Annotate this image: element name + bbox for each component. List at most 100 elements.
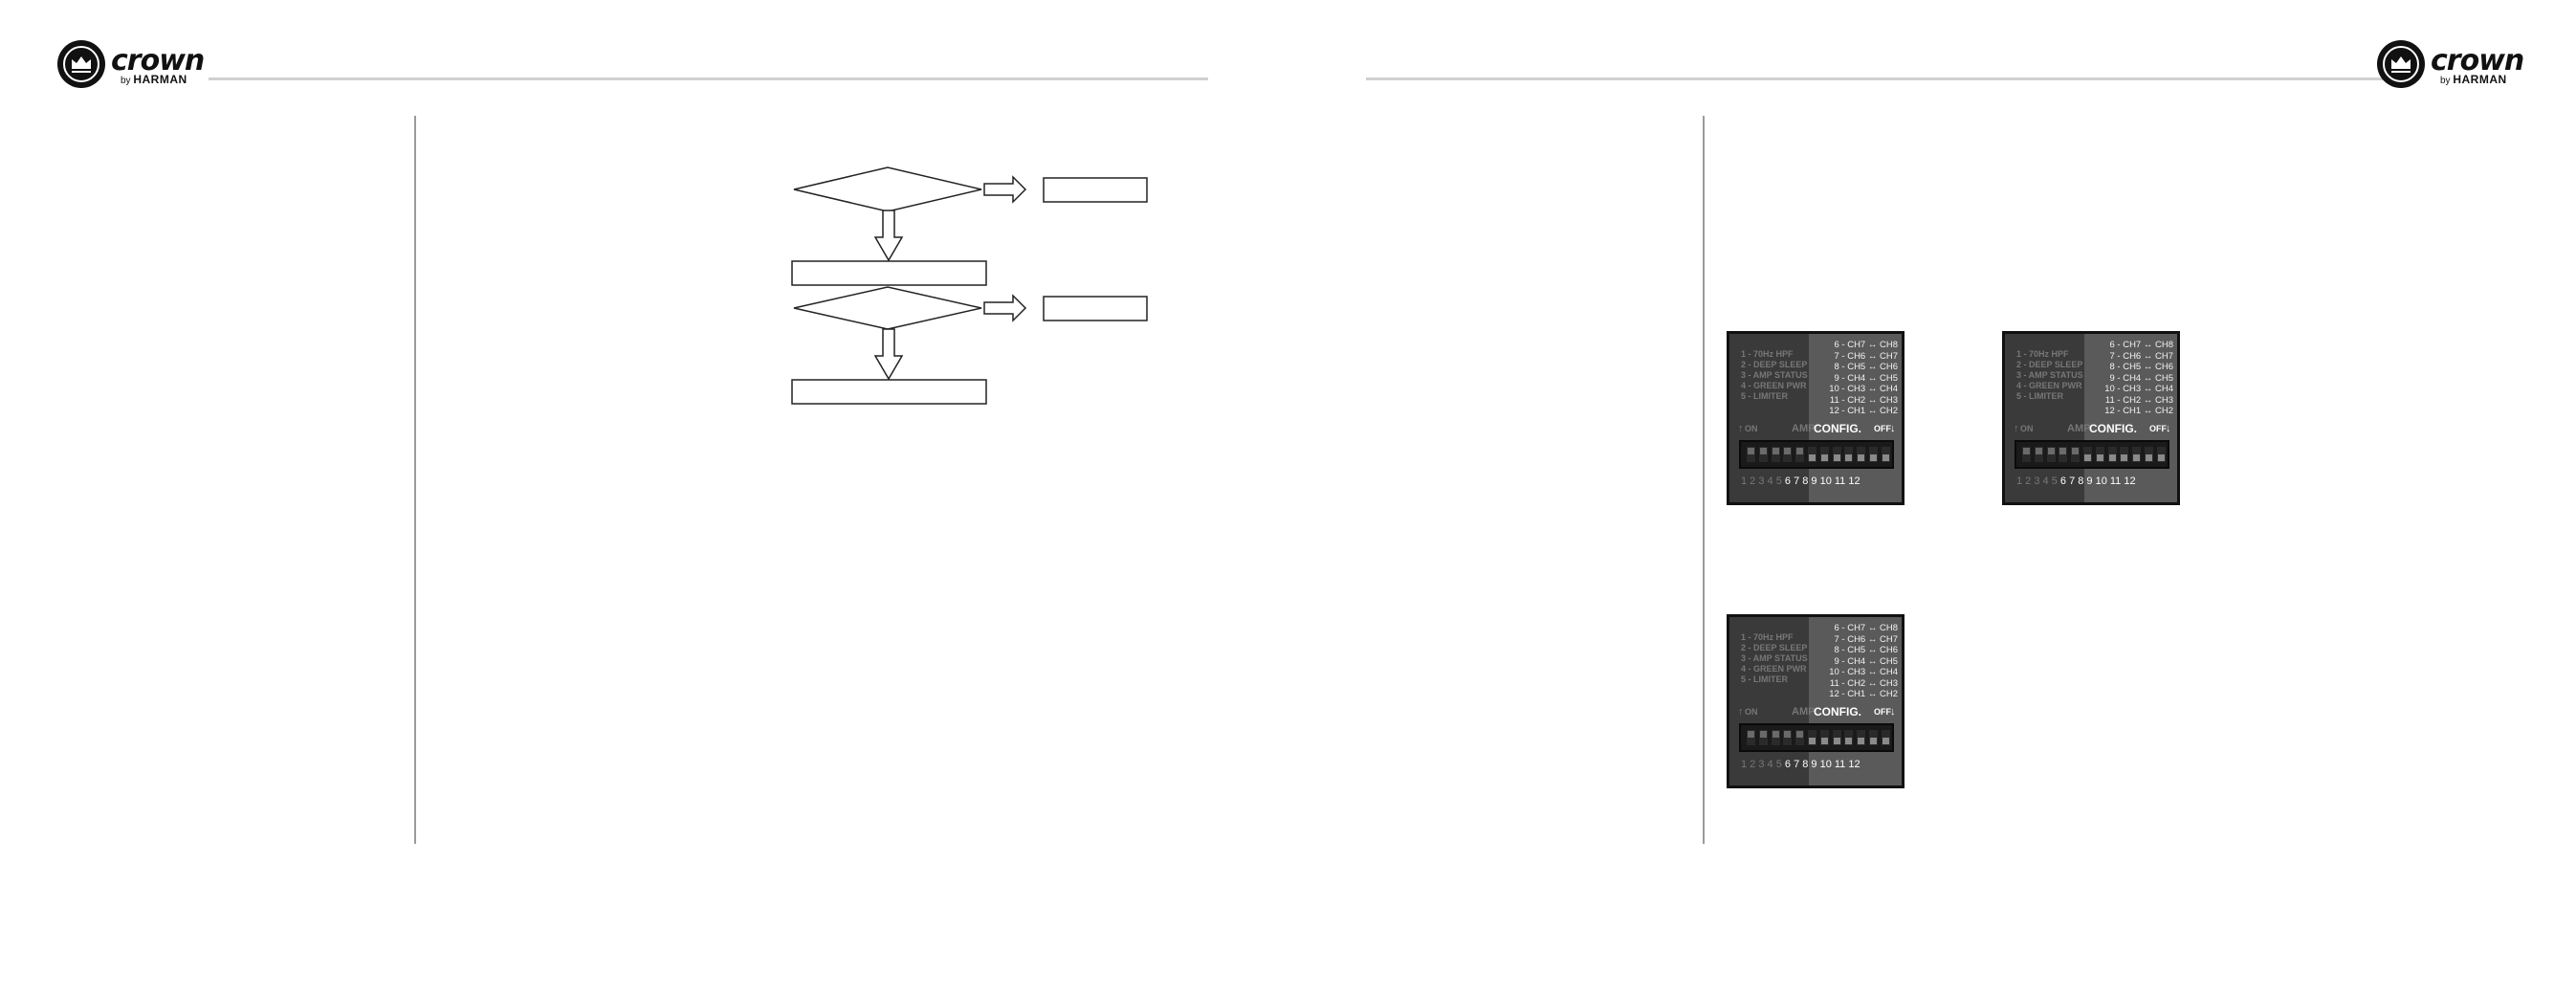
panel-config-section [2084, 334, 2177, 502]
dip-switch-knob [1870, 738, 1877, 744]
dip-switch-knob [2072, 448, 2080, 454]
dip-switch[interactable] [1771, 447, 1780, 462]
label-off: OFF [1874, 707, 1891, 717]
panel-row-labels: ↑ ON AMP CONFIG. OFF ↓ [1738, 705, 1898, 719]
flowchart-arrow-right-2 [983, 294, 1027, 322]
dip-switch[interactable] [2120, 447, 2129, 462]
dip-switch-knob [1748, 448, 1754, 454]
header-rule-right [1366, 77, 2386, 80]
dip-switch-bank [1739, 723, 1894, 752]
flowchart-box-4 [791, 379, 987, 405]
dip-switch-knob [1882, 454, 1889, 461]
label-on: ON [1745, 707, 1758, 717]
dip-switch[interactable] [1747, 730, 1755, 745]
dip-switch[interactable] [2156, 447, 2166, 462]
dip-switch[interactable] [1869, 730, 1878, 745]
dip-switch-knob [1796, 731, 1804, 738]
flowchart-box-1 [1043, 177, 1148, 203]
dip-switch-bank [1739, 440, 1894, 469]
channel-bridge-list: 6 - CH7 ↔ CH8 7 - CH6 ↔ CH7 8 - CH5 ↔ CH… [1829, 340, 1898, 416]
arrow-down-icon: ↓ [2166, 423, 2171, 434]
dip-switch[interactable] [1808, 447, 1816, 462]
dip-switch-knob [1845, 738, 1853, 744]
dip-switch[interactable] [2145, 447, 2153, 462]
dip-switch-knob [1796, 448, 1804, 454]
dip-switch[interactable] [1808, 730, 1816, 745]
dip-switch[interactable] [1758, 730, 1768, 745]
dip-switch-bank [2015, 440, 2169, 469]
dip-switch[interactable] [1844, 730, 1854, 745]
dip-switch[interactable] [1795, 447, 1805, 462]
brand-byline: by HARMAN [121, 73, 187, 86]
dip-switch-knob [2035, 448, 2042, 454]
switch-numbers-amp: 1 2 3 4 5 [1741, 759, 1782, 770]
dip-switch-knob [1772, 731, 1779, 738]
column-divider-right [1703, 116, 1705, 844]
dip-switch-knob [1759, 448, 1767, 454]
dip-switch[interactable] [2083, 447, 2092, 462]
dip-switch-knob [2108, 454, 2116, 461]
dip-switch-panel: 1 - 70Hz HPF 2 - DEEP SLEEP 3 - AMP STAT… [1727, 331, 1904, 505]
dip-switch-knob [2157, 454, 2165, 461]
dip-switch[interactable] [2059, 447, 2068, 462]
switch-numbers-amp: 1 2 3 4 5 [2016, 475, 2058, 487]
switch-numbers: 1 2 3 4 5 6 7 8 9 10 11 12 [2016, 475, 2136, 487]
dip-switch[interactable] [1881, 730, 1890, 745]
dip-switch[interactable] [1857, 447, 1866, 462]
dip-switch-knob [1784, 448, 1792, 454]
crown-emblem-icon [2377, 40, 2425, 88]
dip-switch[interactable] [1758, 447, 1768, 462]
dip-switch[interactable] [2107, 447, 2117, 462]
dip-switch-knob [1748, 731, 1754, 738]
label-config: CONFIG. [2089, 422, 2137, 435]
label-off: OFF [1874, 424, 1891, 433]
dip-switch[interactable] [1783, 447, 1793, 462]
crown-emblem-icon [57, 40, 105, 88]
dip-switch[interactable] [1869, 447, 1878, 462]
dip-switch-knob [2084, 454, 2091, 461]
dip-switch-knob [1882, 738, 1889, 744]
label-amp: AMP [1792, 423, 1816, 434]
dip-switch-knob [1772, 448, 1779, 454]
dip-switch[interactable] [1857, 730, 1866, 745]
dip-switch[interactable] [2022, 447, 2031, 462]
dip-switch[interactable] [1771, 730, 1780, 745]
channel-bridge-list: 6 - CH7 ↔ CH8 7 - CH6 ↔ CH7 8 - CH5 ↔ CH… [2104, 340, 2173, 416]
label-off: OFF [2149, 424, 2167, 433]
dip-switch-knob [2047, 448, 2055, 454]
flowchart-box-2 [791, 260, 987, 286]
dip-switch[interactable] [2095, 447, 2104, 462]
dip-switch-panel: 1 - 70Hz HPF 2 - DEEP SLEEP 3 - AMP STAT… [1727, 614, 1904, 788]
dip-switch-knob [1759, 731, 1767, 738]
switch-numbers: 1 2 3 4 5 6 7 8 9 10 11 12 [1741, 759, 1860, 770]
dip-switch[interactable] [1795, 730, 1805, 745]
dip-switch-knob [1845, 454, 1853, 461]
dip-switch[interactable] [1747, 447, 1755, 462]
dip-switch[interactable] [2071, 447, 2081, 462]
dip-switch-knob [2121, 454, 2128, 461]
dip-switch-knob [1833, 454, 1840, 461]
dip-switch[interactable] [1844, 447, 1854, 462]
label-on: ON [2020, 424, 2034, 433]
switch-numbers-config: 6 7 8 9 10 11 12 [2059, 475, 2136, 487]
flowchart [791, 166, 1148, 405]
dip-switch[interactable] [1819, 447, 1829, 462]
flowchart-arrow-down-1 [873, 210, 904, 262]
dip-switch[interactable] [2046, 447, 2056, 462]
arrow-up-icon: ↑ [1738, 423, 1744, 434]
dip-switch[interactable] [2132, 447, 2142, 462]
dip-switch[interactable] [1832, 730, 1841, 745]
dip-switch[interactable] [1819, 730, 1829, 745]
brand-wordmark: crown [2431, 44, 2524, 77]
dip-switch-knob [1784, 731, 1792, 738]
dip-switch[interactable] [2034, 447, 2043, 462]
arrow-up-icon: ↑ [1738, 706, 1744, 718]
dip-switch[interactable] [1881, 447, 1890, 462]
dip-switch-knob [2146, 454, 2152, 461]
dip-switch[interactable] [1783, 730, 1793, 745]
dip-switch[interactable] [1832, 447, 1841, 462]
brand-byline: by HARMAN [2440, 73, 2507, 86]
column-divider-left [414, 116, 416, 844]
dip-switch-knob [1809, 454, 1816, 461]
dip-switch-knob [1858, 738, 1865, 744]
